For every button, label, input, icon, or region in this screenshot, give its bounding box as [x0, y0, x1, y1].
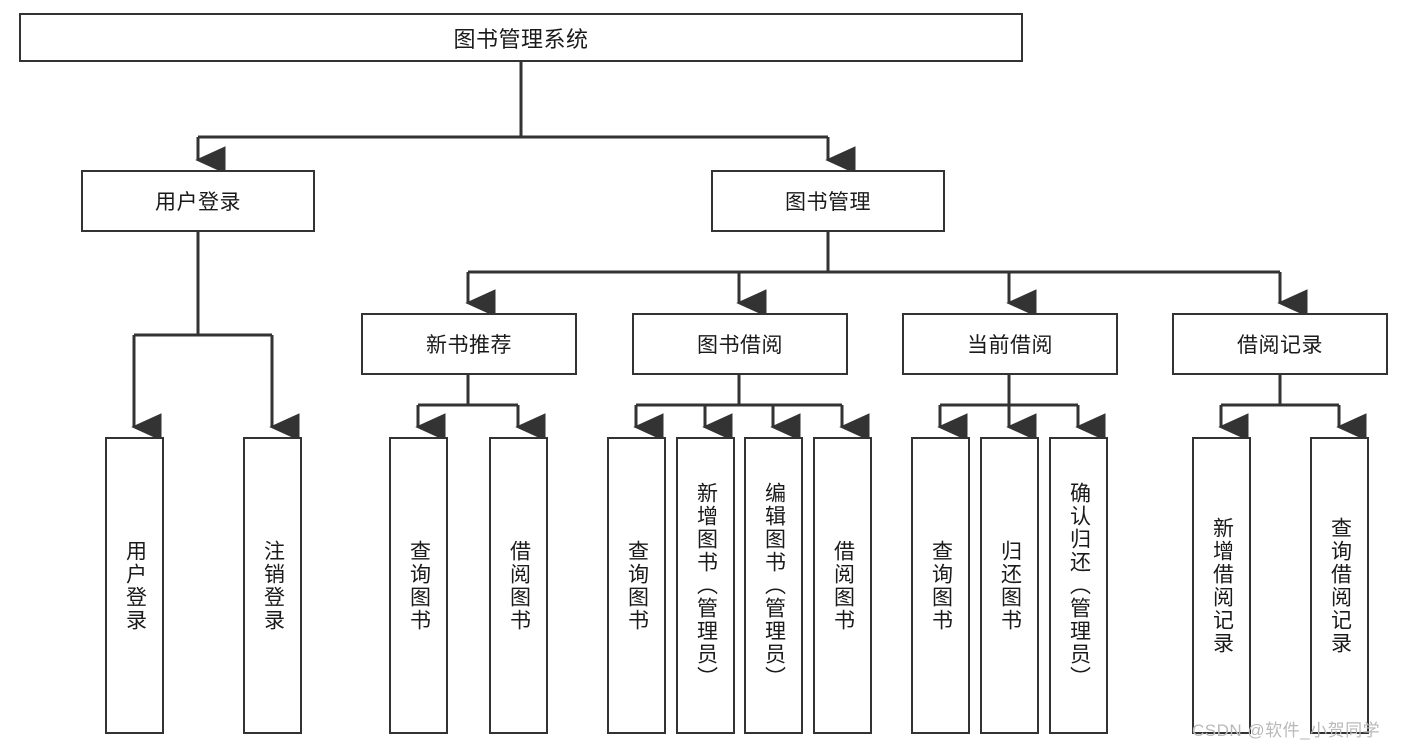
- leaf-current-borrow-confirm-label: 确认归还（管理员）: [1067, 482, 1091, 689]
- leaf-book-borrow-edit[interactable]: 编辑图书（管理员）: [744, 437, 803, 734]
- node-user-login-label: 用户登录: [155, 191, 241, 214]
- leaf-current-borrow-return[interactable]: 归还图书: [980, 437, 1039, 734]
- leaf-current-borrow-return-label: 归还图书: [998, 539, 1022, 632]
- leaf-book-borrow-borrow-label: 借阅图书: [831, 539, 855, 632]
- leaf-user-login-logout[interactable]: 注销登录: [243, 437, 302, 734]
- node-book-management[interactable]: 图书管理: [711, 170, 945, 232]
- node-new-book-recommend-label: 新书推荐: [426, 334, 512, 357]
- leaf-current-borrow-confirm[interactable]: 确认归还（管理员）: [1049, 437, 1108, 734]
- node-borrow-record[interactable]: 借阅记录: [1172, 313, 1388, 375]
- leaf-current-borrow-query[interactable]: 查询图书: [911, 437, 970, 734]
- leaf-user-login-login-label: 用户登录: [123, 539, 147, 632]
- leaf-new-book-borrow-label: 借阅图书: [507, 539, 531, 632]
- node-book-borrow[interactable]: 图书借阅: [632, 313, 848, 375]
- leaf-current-borrow-query-label: 查询图书: [929, 539, 953, 632]
- leaf-book-borrow-add-label: 新增图书（管理员）: [694, 482, 718, 689]
- leaf-borrow-record-query[interactable]: 查询借阅记录: [1310, 437, 1369, 734]
- leaf-book-borrow-query[interactable]: 查询图书: [607, 437, 666, 734]
- leaf-book-borrow-borrow[interactable]: 借阅图书: [813, 437, 872, 734]
- leaf-new-book-borrow[interactable]: 借阅图书: [489, 437, 548, 734]
- leaf-borrow-record-add-label: 新增借阅记录: [1210, 516, 1234, 655]
- node-new-book-recommend[interactable]: 新书推荐: [361, 313, 577, 375]
- node-current-borrow[interactable]: 当前借阅: [902, 313, 1118, 375]
- node-root-system-label: 图书管理系统: [453, 26, 589, 52]
- node-current-borrow-label: 当前借阅: [967, 334, 1053, 357]
- node-book-management-label: 图书管理: [785, 191, 871, 214]
- leaf-borrow-record-add[interactable]: 新增借阅记录: [1192, 437, 1251, 734]
- leaf-new-book-query-label: 查询图书: [407, 539, 431, 632]
- leaf-book-borrow-edit-label: 编辑图书（管理员）: [762, 482, 786, 689]
- node-borrow-record-label: 借阅记录: [1237, 334, 1323, 357]
- leaf-user-login-logout-label: 注销登录: [261, 539, 285, 632]
- leaf-borrow-record-query-label: 查询借阅记录: [1328, 516, 1352, 655]
- leaf-user-login-login[interactable]: 用户登录: [105, 437, 164, 734]
- leaf-book-borrow-add[interactable]: 新增图书（管理员）: [676, 437, 735, 734]
- leaf-new-book-query[interactable]: 查询图书: [389, 437, 448, 734]
- leaf-book-borrow-query-label: 查询图书: [625, 539, 649, 632]
- node-root-system[interactable]: 图书管理系统: [19, 13, 1023, 62]
- node-user-login[interactable]: 用户登录: [81, 170, 315, 232]
- node-book-borrow-label: 图书借阅: [697, 334, 783, 357]
